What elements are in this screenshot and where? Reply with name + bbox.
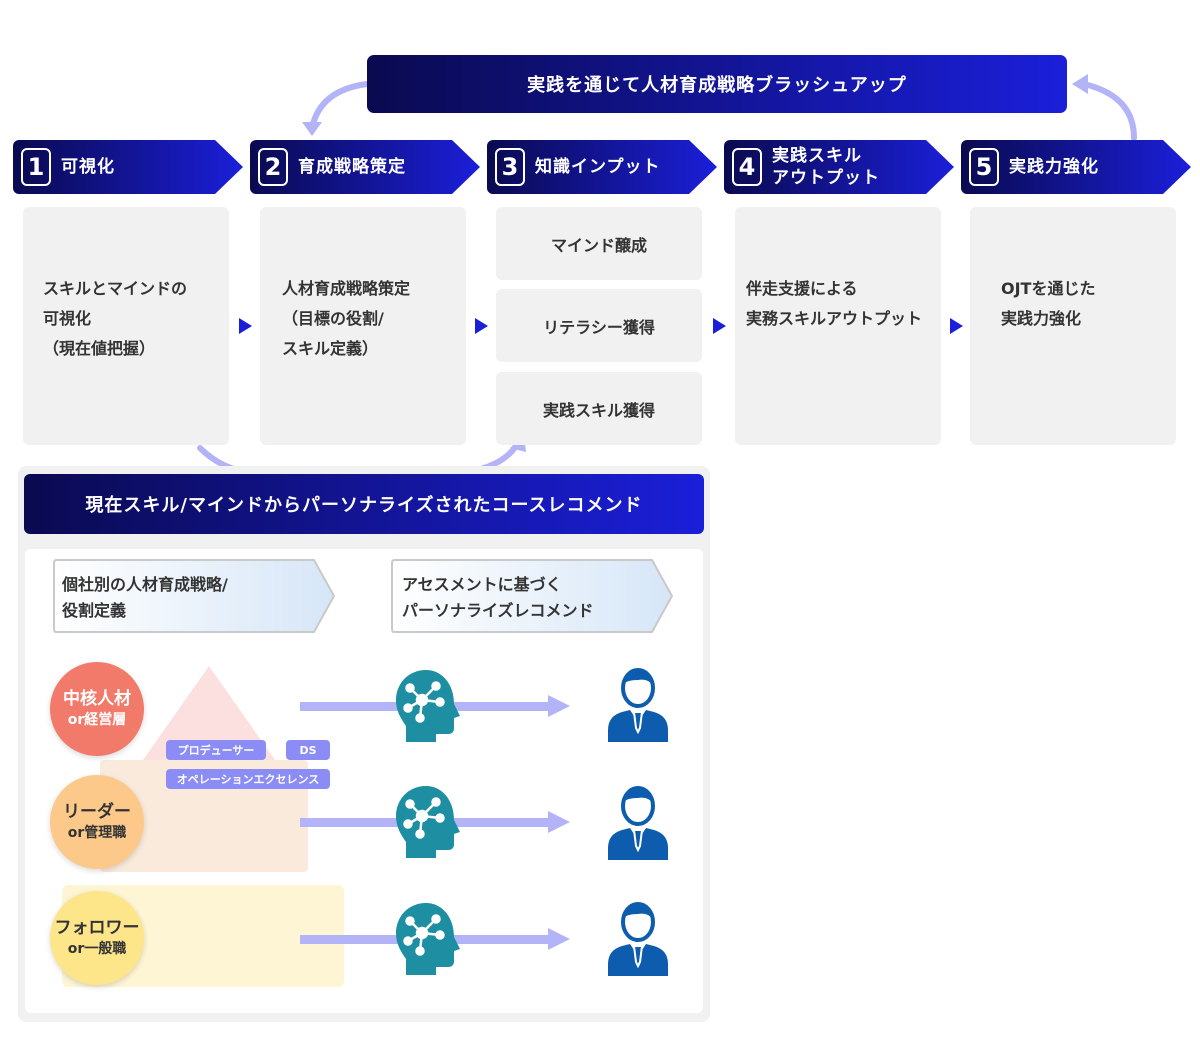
level-core-main: 中核人材 bbox=[63, 689, 131, 709]
level-follower-main: フォロワー bbox=[54, 918, 140, 938]
box-output: 伴走支援による 実務スキルアウトプット bbox=[735, 207, 941, 445]
box-output-line2: 実務スキルアウトプット bbox=[746, 309, 923, 328]
box-output-line1: 伴走支援による bbox=[746, 279, 858, 298]
box-visualize: スキルとマインドの 可視化 （現在値把握） bbox=[23, 207, 229, 445]
flow-arrow-2 bbox=[475, 318, 488, 334]
arc-step5-to-banner bbox=[1081, 81, 1137, 141]
box-mindset: マインド醸成 bbox=[496, 207, 702, 280]
flow-row-follower bbox=[300, 901, 670, 978]
level-follower-circle: フォロワー or一般職 bbox=[50, 891, 144, 985]
chevron-personalized-recommend bbox=[391, 559, 674, 633]
box-ojt: OJTを通じた 実践力強化 bbox=[970, 207, 1176, 445]
chevron-role-definition-label: 個社別の人材育成戦略/ 役割定義 bbox=[62, 575, 228, 620]
step-5-number: 5 bbox=[969, 148, 999, 186]
box-visualize-line2: 可視化 bbox=[43, 309, 92, 328]
step-1-header: 1 可視化 bbox=[13, 140, 243, 194]
flow-arrow-4 bbox=[950, 318, 963, 334]
step-1-number: 1 bbox=[21, 148, 51, 186]
ai-head-icon-core bbox=[394, 668, 462, 744]
step-4-label-line2: アウトプット bbox=[772, 168, 880, 188]
step-4-number: 4 bbox=[732, 148, 762, 186]
step-4-label: 実践スキル アウトプット bbox=[772, 145, 880, 189]
flow-row-core bbox=[300, 668, 670, 744]
step-1-label: 可視化 bbox=[61, 157, 115, 177]
step-3-number: 3 bbox=[495, 148, 525, 186]
top-banner: 実践を通じて人材育成戦略ブラッシュアップ bbox=[367, 55, 1067, 113]
pyramid-top-triangle bbox=[143, 666, 275, 760]
arc-banner-to-step2 bbox=[309, 81, 370, 131]
box-literacy: リテラシー獲得 bbox=[496, 289, 702, 362]
step-4-label-line1: 実践スキル bbox=[772, 146, 862, 166]
step-2-header: 2 育成戦略策定 bbox=[250, 140, 480, 194]
ai-head-icon-leader bbox=[394, 784, 462, 860]
tag-operation-excellence: オペレーションエクセレンス bbox=[166, 769, 330, 789]
level-core-circle: 中核人材 or経営層 bbox=[50, 662, 144, 756]
level-follower-sub: or一般職 bbox=[67, 941, 127, 957]
box-ojt-line2: 実践力強化 bbox=[1001, 309, 1082, 328]
step-5-label: 実践力強化 bbox=[1009, 157, 1099, 177]
box-strategy-line1: 人材育成戦略策定 bbox=[282, 279, 411, 298]
person-icon-leader bbox=[606, 786, 670, 862]
box-ojt-line1: OJTを通じた bbox=[1001, 279, 1096, 298]
recommend-header: 現在スキル/マインドからパーソナライズされたコースレコメンド bbox=[24, 474, 704, 534]
recommend-flows bbox=[300, 668, 670, 978]
step-5-header: 5 実践力強化 bbox=[961, 140, 1191, 194]
step-3-label: 知識インプット bbox=[535, 157, 661, 177]
box-practical-skill: 実践スキル獲得 bbox=[496, 372, 702, 445]
flow-arrow-1 bbox=[239, 318, 252, 334]
step-4-header: 4 実践スキル アウトプット bbox=[724, 140, 954, 194]
arc-arrowhead-right bbox=[1072, 74, 1088, 94]
recommend-header-label: 現在スキル/マインドからパーソナライズされたコースレコメンド bbox=[85, 495, 643, 516]
box-strategy-line2: （目標の役割/ bbox=[282, 309, 384, 328]
flow-arrow-3 bbox=[713, 318, 726, 334]
step-2-number: 2 bbox=[258, 148, 288, 186]
level-leader-sub: or管理職 bbox=[67, 825, 127, 841]
ai-head-icon-follower bbox=[394, 901, 462, 977]
box-strategy-line3: スキル定義） bbox=[282, 339, 379, 358]
level-leader-circle: リーダー or管理職 bbox=[50, 775, 144, 869]
tag-producer: プロデューサー bbox=[166, 740, 266, 760]
level-leader-main: リーダー bbox=[63, 802, 131, 822]
flow-row-leader bbox=[300, 784, 670, 862]
person-icon-core bbox=[606, 668, 670, 744]
level-core-sub: or経営層 bbox=[67, 712, 127, 728]
person-icon-follower bbox=[606, 902, 670, 978]
box-strategy: 人材育成戦略策定 （目標の役割/ スキル定義） bbox=[260, 207, 466, 445]
box-visualize-line1: スキルとマインドの bbox=[43, 279, 188, 298]
step-3-header: 3 知識インプット bbox=[487, 140, 717, 194]
box-visualize-line3: （現在値把握） bbox=[43, 339, 156, 358]
tag-ds: DS bbox=[286, 740, 330, 760]
chevron-personalized-recommend-label: アセスメントに基づく パーソナライズレコメンド bbox=[402, 575, 594, 620]
arc-arrowhead-left bbox=[302, 122, 322, 136]
banner-label: 実践を通じて人材育成戦略ブラッシュアップ bbox=[527, 75, 907, 96]
step-2-label: 育成戦略策定 bbox=[298, 157, 406, 177]
chevron-role-definition bbox=[53, 559, 336, 633]
